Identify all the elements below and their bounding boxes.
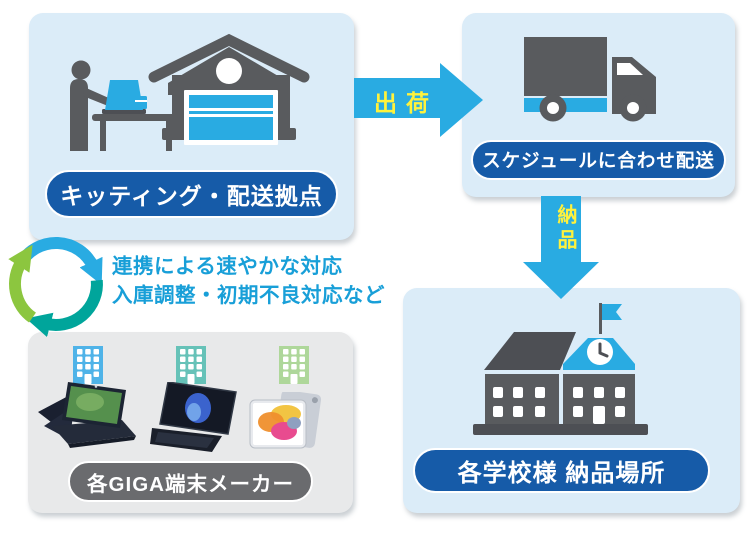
ship-arrow-label: 出荷 [374,90,438,116]
warehouse-icon [148,33,310,145]
school-panel: 各学校様 納品場所 [403,288,740,513]
ipad-photo [249,392,322,449]
maker-building-green-icon [279,346,309,384]
deliver-arrow: 納品 [522,196,600,300]
school-label: 各学校様 納品場所 [457,460,666,487]
convertible-laptop-photo [38,382,136,448]
kitting-banner: キッティング・配送拠点 [45,170,338,218]
makers-banner: 各GIGA端末メーカー [68,461,313,502]
ship-arrow: 出荷 [354,60,486,140]
maker-building-blue-icon [73,346,103,384]
delivery-banner: スケジュールに合わせ配送 [471,140,726,180]
kitting-panel: キッティング・配送拠点 [29,13,354,240]
person-at-desk-icon [70,60,182,151]
makers-label: 各GIGA端末メーカー [87,472,294,496]
makers-panel: 各GIGA端末メーカー [28,332,353,513]
delivery-panel: スケジュールに合わせ配送 [462,13,735,197]
cycle-note: 連携による速やかな対応 入庫調整・初期不良対応など [112,252,412,310]
deliver-arrow-label: 納品 [554,204,576,254]
maker-building-teal-icon [176,346,206,384]
down-arrow-icon [523,196,599,299]
cycle-note-line1: 連携による速やかな対応 [112,255,343,278]
windows-laptop-photo [150,382,237,452]
truck-icon [524,37,656,122]
cycle-arrows-icon [8,236,103,338]
school-banner: 各学校様 納品場所 [413,448,710,493]
delivery-label: スケジュールに合わせ配送 [482,150,715,171]
school-icon [473,303,648,435]
cycle-note-line2: 入庫調整・初期不良対応など [112,284,385,307]
kitting-label: キッティング・配送拠点 [60,183,323,209]
right-arrow-icon [354,63,483,137]
